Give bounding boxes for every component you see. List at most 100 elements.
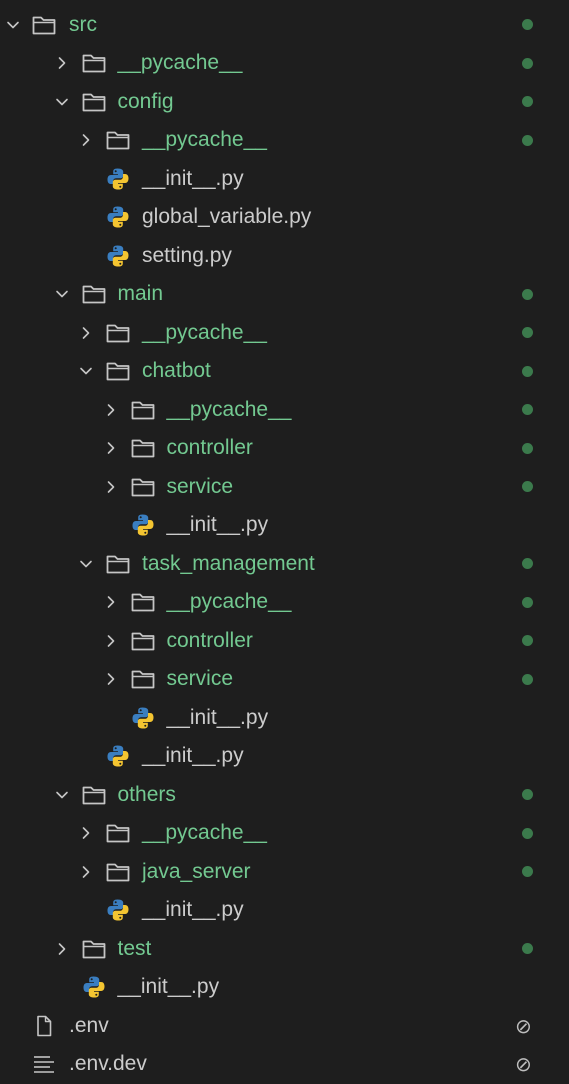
chevron-down-icon[interactable] — [54, 94, 70, 110]
tree-folder-item[interactable]: src — [0, 6, 569, 45]
tree-file-item[interactable]: __init__.py — [0, 968, 569, 1007]
python-icon — [81, 974, 107, 1000]
tree-file-item[interactable]: __init__.py — [0, 737, 569, 776]
chevron-right-icon[interactable] — [103, 440, 119, 456]
python-icon — [105, 204, 131, 230]
chevron-right-icon[interactable] — [103, 671, 119, 687]
tree-file-item[interactable]: __init__.py — [0, 699, 569, 738]
tree-folder-item[interactable]: main — [0, 275, 569, 314]
tree-item-label: service — [166, 474, 234, 498]
tree-item-label: __pycache__ — [142, 320, 267, 344]
folder-icon — [105, 859, 131, 885]
git-modified-dot — [522, 288, 533, 300]
file-icon — [31, 1013, 57, 1039]
git-ignored-icon: ⊘ — [515, 1052, 532, 1077]
tree-folder-item[interactable]: java_server — [0, 853, 569, 892]
folder-icon — [130, 628, 156, 654]
tree-item-label: src — [69, 12, 97, 36]
chevron-down-icon[interactable] — [78, 363, 94, 379]
tree-folder-item[interactable]: __pycache__ — [0, 583, 569, 622]
tree-file-item[interactable]: __init__.py — [0, 506, 569, 545]
folder-icon — [130, 474, 156, 500]
chevron-right-icon[interactable] — [103, 633, 119, 649]
tree-folder-item[interactable]: controller — [0, 429, 569, 468]
tree-file-item[interactable]: __init__.py — [0, 891, 569, 930]
folder-icon — [81, 281, 107, 307]
git-modified-dot — [522, 827, 533, 839]
tree-item-label: chatbot — [142, 359, 211, 383]
tree-folder-item[interactable]: controller — [0, 622, 569, 661]
folder-icon — [130, 435, 156, 461]
tree-item-label: __pycache__ — [166, 590, 292, 614]
tree-item-label: controller — [166, 628, 253, 652]
python-icon — [105, 743, 131, 769]
tree-item-label: others — [117, 782, 176, 806]
git-modified-dot — [522, 943, 533, 955]
chevron-right-icon[interactable] — [103, 479, 119, 495]
tree-file-item[interactable]: .env.dev ⊘ — [0, 1045, 569, 1084]
git-modified-dot — [522, 866, 533, 878]
tree-file-item[interactable]: .env ⊘ — [0, 1007, 569, 1046]
tree-item-label: task_management — [142, 551, 315, 575]
git-modified-dot — [522, 442, 533, 454]
tree-file-item[interactable]: global_variable.py — [0, 198, 569, 237]
git-modified-dot — [522, 134, 533, 146]
chevron-down-icon[interactable] — [5, 17, 21, 33]
chevron-down-icon[interactable] — [54, 286, 70, 302]
folder-icon — [81, 89, 107, 115]
folder-icon — [31, 12, 57, 38]
git-modified-dot — [522, 789, 533, 801]
tree-item-label: __init__.py — [117, 975, 220, 999]
git-ignored-icon: ⊘ — [515, 1013, 532, 1038]
tree-item-label: .env.dev — [69, 1052, 147, 1076]
tree-item-label: __pycache__ — [166, 397, 292, 421]
folder-icon — [105, 127, 131, 153]
tree-file-item[interactable]: setting.py — [0, 237, 569, 276]
tree-item-label: service — [166, 667, 234, 691]
chevron-right-icon[interactable] — [103, 594, 119, 610]
git-modified-dot — [522, 96, 533, 108]
tree-item-label: .env — [69, 1013, 109, 1037]
python-icon — [130, 705, 156, 731]
chevron-right-icon[interactable] — [78, 325, 94, 341]
tree-folder-item[interactable]: config — [0, 83, 569, 122]
tree-folder-item[interactable]: chatbot — [0, 352, 569, 391]
tree-item-label: __init__.py — [142, 166, 244, 190]
git-modified-dot — [522, 481, 533, 493]
tree-folder-item[interactable]: __pycache__ — [0, 44, 569, 83]
git-modified-dot — [522, 404, 533, 416]
folder-icon — [105, 320, 131, 346]
python-icon — [105, 243, 131, 269]
chevron-right-icon[interactable] — [54, 941, 70, 957]
tree-folder-item[interactable]: service — [0, 468, 569, 507]
chevron-down-icon[interactable] — [54, 787, 70, 803]
chevron-down-icon[interactable] — [78, 556, 94, 572]
tree-item-label: setting.py — [142, 243, 232, 267]
tree-folder-item[interactable]: __pycache__ — [0, 121, 569, 160]
tree-folder-item[interactable]: service — [0, 660, 569, 699]
tree-folder-item[interactable]: test — [0, 930, 569, 969]
lines-icon — [31, 1051, 57, 1077]
folder-icon — [105, 551, 131, 577]
chevron-right-icon[interactable] — [78, 864, 94, 880]
tree-folder-item[interactable]: __pycache__ — [0, 814, 569, 853]
tree-folder-item[interactable]: __pycache__ — [0, 314, 569, 353]
tree-folder-item[interactable]: others — [0, 776, 569, 815]
tree-item-label: __init__.py — [142, 898, 244, 922]
chevron-right-icon[interactable] — [78, 825, 94, 841]
tree-folder-item[interactable]: __pycache__ — [0, 391, 569, 430]
chevron-right-icon[interactable] — [78, 132, 94, 148]
python-icon — [105, 897, 131, 923]
tree-item-label: __pycache__ — [117, 51, 243, 75]
git-modified-dot — [522, 596, 533, 608]
tree-folder-item[interactable]: task_management — [0, 545, 569, 584]
chevron-right-icon[interactable] — [103, 402, 119, 418]
git-modified-dot — [522, 57, 533, 69]
tree-file-item[interactable]: __init__.py — [0, 160, 569, 199]
chevron-right-icon[interactable] — [54, 55, 70, 71]
tree-item-label: main — [117, 282, 164, 306]
tree-item-label: test — [117, 936, 152, 960]
folder-icon — [130, 397, 156, 423]
tree-item-label: __pycache__ — [142, 821, 267, 845]
